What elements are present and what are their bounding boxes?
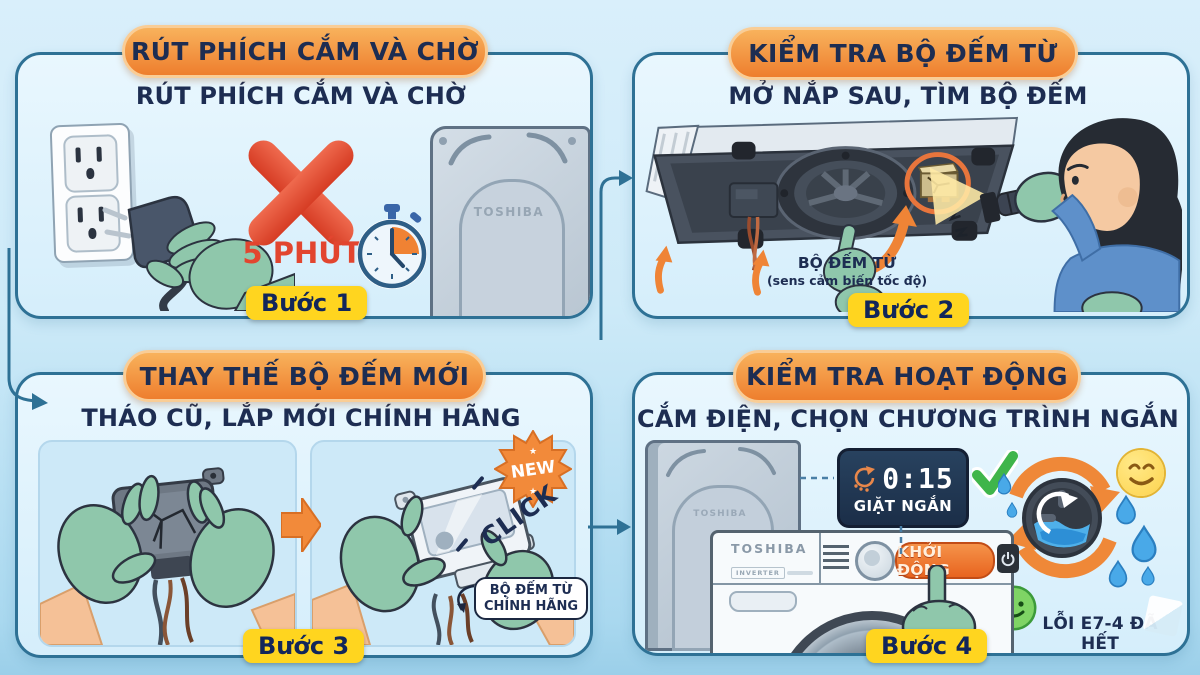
new-starburst-badge: NEW ★ ★ — [494, 430, 572, 508]
step-2-badge: Bước 2 — [848, 293, 970, 327]
step-2-title-pill: KIỂM TRA BỘ ĐẾM TỪ — [728, 27, 1078, 80]
brand-logo-embossed: TOSHIBA — [473, 205, 545, 219]
red-x-icon — [242, 134, 360, 252]
step-1-title-pill: RÚT PHÍCH CẮM VÀ CHỜ — [122, 25, 488, 78]
step-3-panel: NEW ★ ★ CLICK BỘ ĐẾM TỪ CHỈNH HÃNG — [15, 372, 593, 658]
svg-text:★: ★ — [529, 487, 537, 497]
step-1-badge: Bước 1 — [246, 286, 368, 320]
old-sensor-illustration — [40, 467, 295, 645]
timer-icon — [854, 466, 876, 492]
step-3-subtitle: THÁO CŨ, LẮP MỚI CHÍNH HÃNG — [81, 404, 521, 432]
machine-underside-illustration — [645, 116, 1182, 312]
new-sensor-illustration — [312, 477, 574, 645]
genuine-part-bubble: BỘ ĐẾM TỪ CHỈNH HÃNG — [474, 577, 588, 621]
step-1-subtitle: RÚT PHÍCH CẮM VÀ CHỜ — [135, 82, 467, 110]
water-droplet-icon — [998, 472, 1157, 588]
arrow-up-icon — [654, 245, 770, 296]
step-4-title-pill: KIỂM TRA HOẠT ĐỘNG — [733, 350, 1081, 403]
washer-front-illustration: TOSHIBA INVERTER KHỞI ĐỘNG — [710, 530, 1019, 653]
happy-face-yellow-icon — [1118, 450, 1164, 496]
result-label: LỖI E7-4 ĐÃ HẾT — [1042, 614, 1158, 654]
spin-cycle-illustration — [998, 456, 1157, 588]
page-curl-decoration — [1142, 594, 1184, 638]
step-4-subtitle: CẮM ĐIỆN, CHỌN CHƯƠNG TRÌNH NGẮN — [637, 405, 1179, 433]
step-4-panel: TOSHIBA TOSHIBA INVERTER KHỞI ĐỘNG — [632, 372, 1190, 656]
display-panel: 0:15 GIẶT NGẮN — [837, 448, 969, 528]
brand-logo-embossed: TOSHIBA — [693, 509, 747, 519]
old-part-subpanel — [38, 440, 297, 647]
step-2-subtitle: MỞ NẮP SAU, TÌM BỘ ĐẾM — [728, 82, 1088, 110]
flashlight-beam — [929, 167, 988, 225]
step-3-title-pill: THAY THẾ BỘ ĐẾM MỚI — [123, 350, 486, 402]
brand-logo: TOSHIBA — [731, 541, 808, 556]
display-mode: GIẶT NGẮN — [853, 496, 953, 515]
washer-back-panel-illustration: TOSHIBA — [430, 126, 590, 316]
power-button-icon — [997, 544, 1019, 573]
bubble-tail — [457, 584, 475, 613]
step-3-badge: Bước 3 — [243, 629, 365, 663]
step-4-badge: Bước 4 — [866, 629, 988, 663]
svg-text:★: ★ — [529, 447, 537, 457]
step-2-panel: BỘ ĐẾM TỪ (sens cảm biến tốc độ) — [632, 52, 1190, 319]
display-time: 0:15 — [882, 461, 954, 495]
detergent-drawer — [729, 591, 797, 612]
step-1-panel: 5 PHÚT TOSHIBA — [15, 52, 593, 319]
transition-arrow-icon — [281, 498, 321, 552]
checkmark-icon — [972, 450, 1018, 498]
wait-time-label: 5 PHÚT — [242, 236, 362, 270]
stopwatch-icon — [357, 204, 427, 289]
program-knob-icon — [855, 541, 895, 581]
technician-illustration — [1051, 118, 1182, 312]
inverter-badge: INVERTER — [731, 567, 785, 579]
sensor-callout-label: BỘ ĐẾM TỪ (sens cảm biến tốc độ) — [766, 254, 928, 289]
